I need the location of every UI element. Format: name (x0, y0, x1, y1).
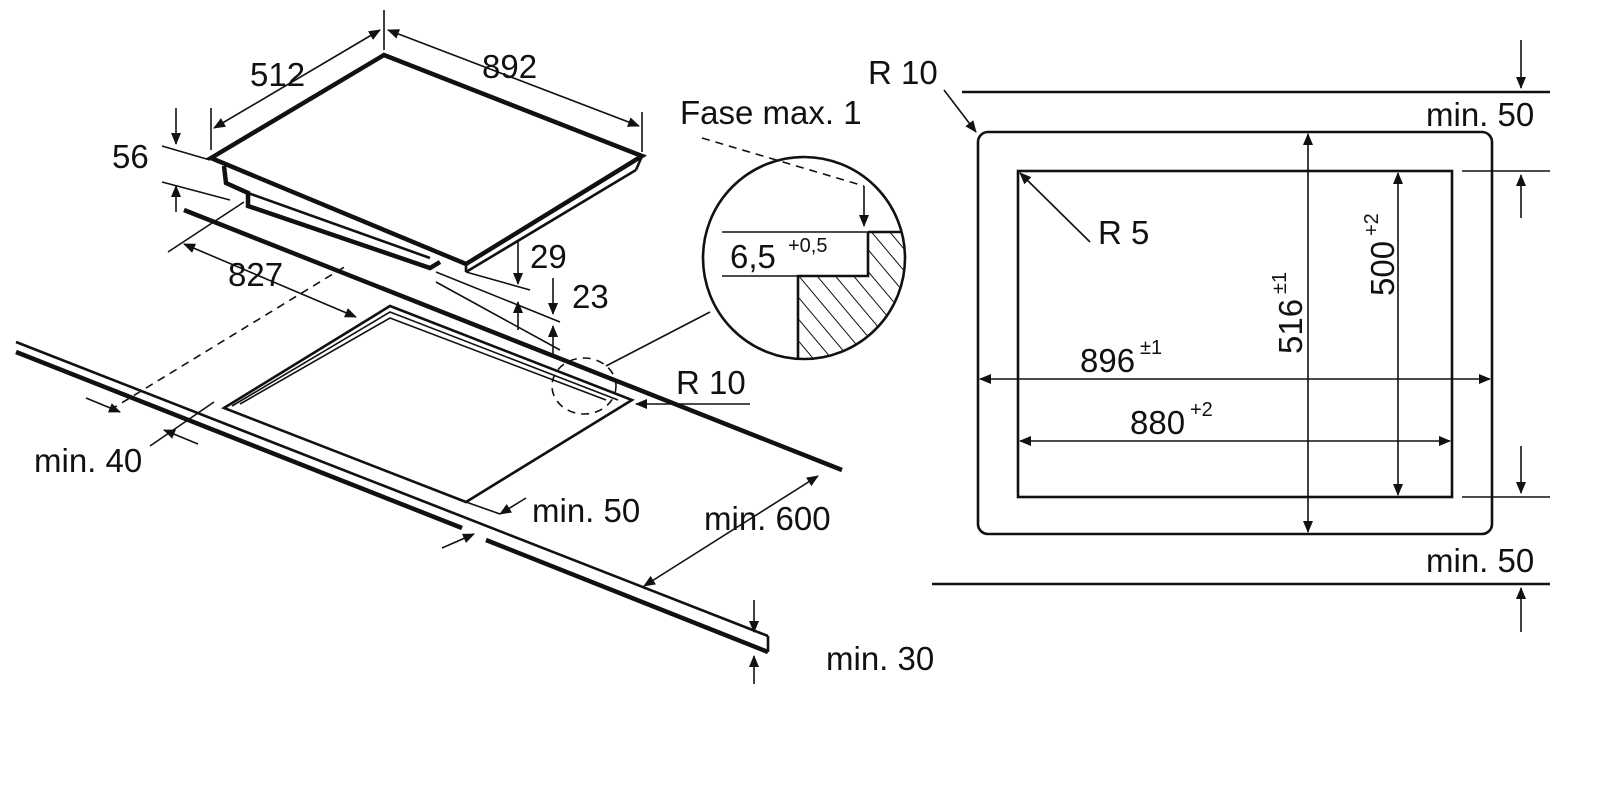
label-min-50-bottom: min. 50 (1426, 542, 1534, 579)
dim-896: 896 (1080, 342, 1135, 379)
worktop-isometric: min. 40 min. 50 min. 600 min. 30 R 10 (15, 207, 934, 684)
cutout-outer-rect (976, 130, 1494, 536)
hob-isometric: 512 892 56 827 29 23 (112, 10, 648, 354)
dim-516-tol: ±1 (1269, 272, 1291, 294)
label-bevel: Fase max. 1 (680, 94, 862, 131)
hob-body (221, 165, 442, 271)
label-min-40: min. 40 (34, 442, 142, 479)
dim-880: 880 (1130, 404, 1185, 441)
dim-500: 500 (1364, 241, 1401, 296)
dim-896-tol: ±1 (1140, 337, 1162, 359)
dim-29: 29 (530, 238, 567, 275)
dim-880-tol: +2 (1190, 399, 1213, 421)
detail-marker (551, 357, 617, 415)
dim-500-tol: +2 (1361, 213, 1383, 236)
cutout-top-view: min. 50 min. 50 R 10 R 5 896 ±1 880 +2 5… (868, 40, 1550, 632)
label-rebate: 6,5 (730, 238, 776, 275)
dim-23: 23 (572, 278, 609, 315)
label-min-50-top: min. 50 (1426, 96, 1534, 133)
detail-view: 6,5 +0,5 Fase max. 1 (680, 94, 907, 361)
dim-56: 56 (112, 138, 149, 175)
worktop-cutout (221, 304, 635, 504)
cutout-inner-rect (1016, 169, 1454, 499)
dim-512: 512 (250, 56, 305, 93)
dim-516: 516 (1272, 299, 1309, 354)
label-r10-edge: R 10 (676, 364, 746, 401)
label-min-600: min. 600 (704, 500, 831, 537)
label-r5-corner: R 5 (1098, 214, 1149, 251)
dim-827: 827 (228, 256, 283, 293)
label-min-50-front: min. 50 (532, 492, 640, 529)
dim-892: 892 (482, 48, 537, 85)
label-r10-corner: R 10 (868, 54, 938, 91)
label-rebate-tol: +0,5 (788, 235, 827, 257)
label-min-30: min. 30 (826, 640, 934, 677)
worktop-back-edge (183, 207, 843, 473)
